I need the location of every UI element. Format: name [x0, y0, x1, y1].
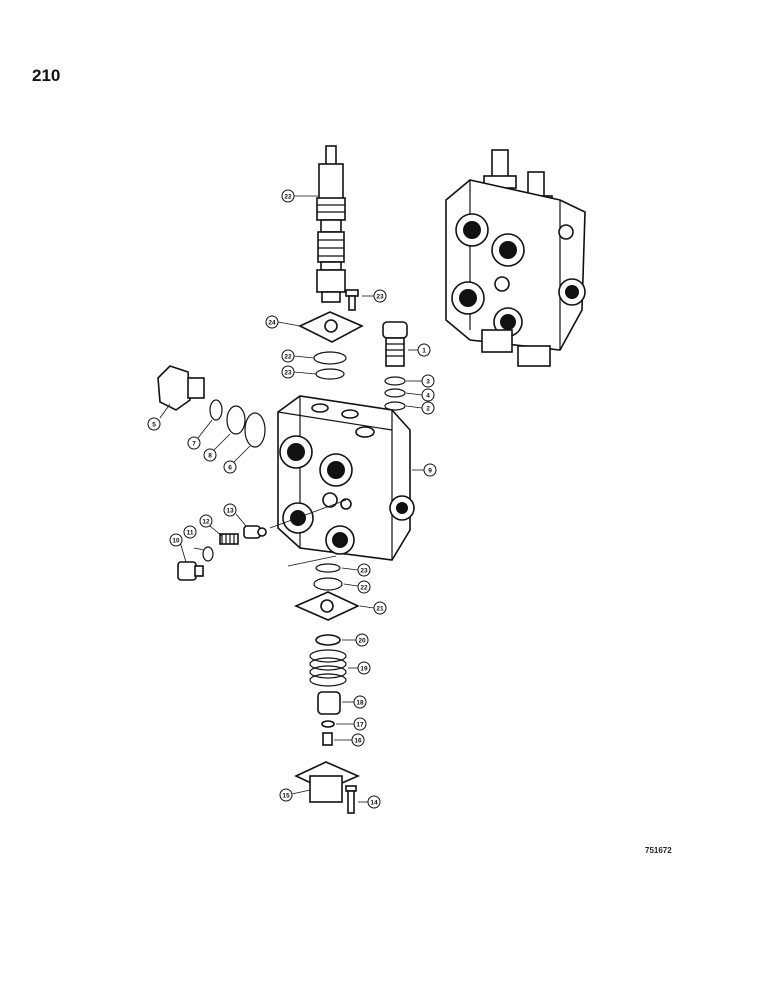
drawing-code: 751672: [645, 846, 672, 855]
svg-text:20: 20: [358, 638, 366, 645]
callout-22-lower: 22: [357, 580, 371, 594]
svg-text:11: 11: [187, 530, 194, 537]
callout-19: 19: [357, 661, 371, 675]
svg-text:18: 18: [356, 700, 364, 707]
callout-5: 5: [147, 417, 161, 431]
spring-19: [309, 649, 347, 687]
svg-text:8: 8: [208, 453, 212, 460]
ring-7: [209, 399, 223, 421]
svg-text:10: 10: [172, 538, 180, 545]
callout-8: 8: [203, 448, 217, 462]
callout-25: 23: [373, 289, 387, 303]
svg-text:12: 12: [202, 519, 210, 526]
callout-18: 18: [353, 695, 367, 709]
callout-24: 22: [281, 189, 295, 203]
callout-14: 14: [367, 795, 381, 809]
callout-20: 20: [355, 633, 369, 647]
svg-text:23: 23: [284, 370, 292, 377]
screw-16: [322, 732, 333, 746]
callout-13: 13: [223, 503, 237, 517]
svg-text:23: 23: [376, 294, 384, 301]
callout-15: 15: [279, 788, 293, 802]
svg-text:6: 6: [228, 465, 232, 472]
callout-10: 10: [169, 533, 183, 547]
callout-23-lower: 2323: [357, 563, 371, 577]
callout-3: 3: [421, 374, 435, 388]
svg-text:24: 24: [268, 320, 276, 327]
poppet-13: [243, 525, 267, 539]
washer-20: [315, 634, 341, 646]
ring-8: [226, 405, 246, 435]
svg-text:19: 19: [360, 666, 368, 673]
assembled-valve-illustration: [445, 149, 586, 367]
plug-1: [382, 321, 408, 367]
svg-text:15: 15: [282, 793, 290, 800]
ring-6: [244, 412, 266, 448]
svg-text:16: 16: [354, 738, 362, 745]
callout-9: 9: [423, 463, 437, 477]
callout-6: 6: [223, 460, 237, 474]
svg-text:22: 22: [284, 194, 292, 201]
svg-text:1: 1: [422, 348, 426, 355]
callout-26: 24: [265, 315, 279, 329]
washer-17: [321, 720, 335, 728]
ring-23-lower: [315, 563, 341, 573]
svg-text:4: 4: [426, 393, 430, 400]
callout-1: 1: [417, 343, 431, 357]
callout-7: 7: [187, 436, 201, 450]
callout-22-upper: 22: [281, 349, 295, 363]
callout-16: 16: [351, 733, 365, 747]
ring-22-upper: [313, 351, 347, 365]
ring-4: [384, 388, 406, 398]
screw-14: [345, 785, 357, 814]
svg-text:9: 9: [428, 468, 432, 475]
svg-text:21: 21: [376, 606, 384, 613]
plug-10: [177, 561, 204, 581]
ring-23-upper: [315, 368, 345, 380]
spring-12: [219, 533, 239, 545]
page-number: 210: [32, 66, 61, 85]
callout-11: 11: [183, 525, 197, 539]
svg-text:17: 17: [356, 722, 364, 729]
fitting-5: [157, 365, 205, 411]
ring-11: [202, 546, 214, 562]
svg-text:14: 14: [370, 800, 378, 807]
ring-22-lower: [313, 577, 343, 591]
callout-23-lower-text: 23: [360, 568, 368, 575]
callout-4: 4: [421, 388, 435, 402]
callout-21: 21: [373, 601, 387, 615]
cap-15: [294, 761, 360, 803]
callout-2: 2: [421, 401, 435, 415]
svg-text:22: 22: [284, 354, 292, 361]
svg-text:5: 5: [152, 422, 156, 429]
svg-text:3: 3: [426, 379, 430, 386]
ring-2: [384, 401, 406, 411]
spool-24: [316, 145, 346, 303]
callout-23-upper: 23: [281, 365, 295, 379]
svg-text:2: 2: [426, 406, 430, 413]
valve-body-9: [277, 395, 415, 561]
svg-text:7: 7: [192, 441, 196, 448]
callout-12: 12: [199, 514, 213, 528]
ring-3: [384, 376, 406, 386]
callout-17: 17: [353, 717, 367, 731]
retainer-18: [317, 691, 341, 715]
svg-text:13: 13: [226, 508, 234, 515]
svg-text:22: 22: [360, 585, 368, 592]
plate-26-hole: [324, 319, 338, 333]
screw-25: [345, 289, 359, 311]
